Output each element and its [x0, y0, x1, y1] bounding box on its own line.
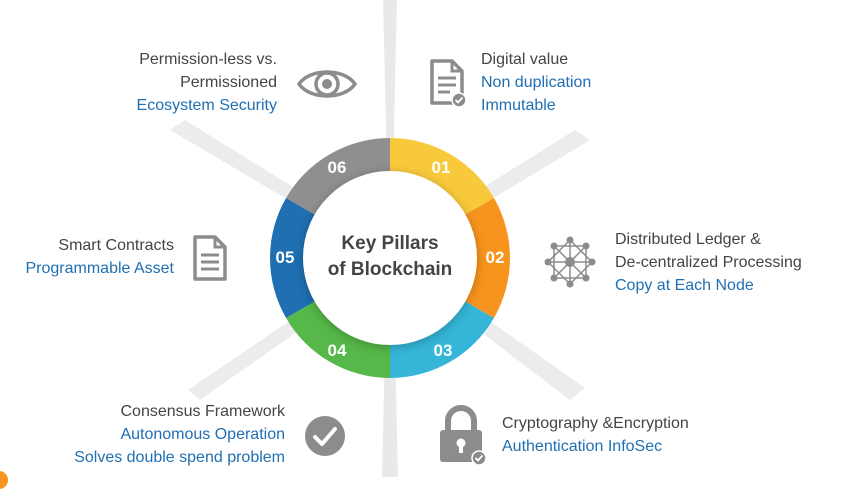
pillar-05-attr-1: Programmable Asset — [25, 260, 174, 277]
pillar-04-attr-2: Solves double spend problem — [74, 449, 285, 466]
pillar-06-attr-1: Ecosystem Security — [136, 97, 277, 114]
segment-number-06: 06 — [328, 158, 347, 177]
check-circle-icon — [305, 416, 345, 456]
pillar-04-title: Consensus Framework — [120, 403, 286, 420]
pillar-02-text: Distributed Ledger & De-centralized Proc… — [615, 228, 802, 297]
pillar-01-attr-2: Immutable — [481, 97, 556, 114]
pillar-01-text: Digital value Non duplication Immutable — [481, 48, 591, 117]
segment-number-04: 04 — [328, 341, 347, 360]
eye-icon — [296, 70, 358, 98]
segment-numbers: 01 02 03 04 05 06 — [276, 158, 505, 360]
pillar-02-title-line1: Distributed Ledger & — [615, 231, 761, 248]
pillar-04-attr-1: Autonomous Operation — [120, 426, 285, 443]
ring-segment-05 — [270, 198, 321, 318]
padlock-icon — [440, 405, 487, 466]
ring-segment-01 — [390, 138, 494, 218]
center-title-line2: of Blockchain — [328, 259, 453, 280]
segment-number-02: 02 — [486, 248, 505, 267]
network-node-icon — [544, 236, 596, 288]
ring-segment-06 — [286, 138, 390, 218]
pillar-06-title-line1: Permission-less vs. — [139, 51, 277, 68]
center-title-line1: Key Pillars — [341, 233, 438, 254]
ring-segment-03 — [390, 298, 494, 378]
pillar-01-attr-1: Non duplication — [481, 74, 592, 91]
pillar-02-title-line2: De-centralized Processing — [615, 254, 802, 271]
pillar-05-title: Smart Contracts — [58, 237, 174, 254]
ray-top-left — [170, 120, 322, 215]
pillars-diagram: Key Pillars of Blockchain 01 02 03 04 05… — [170, 0, 590, 477]
center-circle — [303, 171, 477, 345]
contract-document-icon — [193, 235, 227, 281]
pillar-03-title: Cryptography &Encryption — [502, 415, 689, 432]
pillar-02-attr-1: Copy at Each Node — [615, 277, 754, 294]
pillar-01-title: Digital value — [481, 51, 569, 68]
segment-number-01: 01 — [432, 158, 451, 177]
ray-top — [383, 0, 397, 170]
segment-number-03: 03 — [434, 341, 453, 360]
pillar-03-text: Cryptography &Encryption Authentication … — [502, 412, 689, 458]
pillar-05-text: Smart Contracts Programmable Asset — [25, 234, 174, 280]
pillar-04-text: Consensus Framework Autonomous Operation… — [74, 400, 285, 469]
pillar-06-title-line2: Permissioned — [180, 74, 277, 91]
ring-segment-02 — [459, 198, 510, 318]
segment-number-05: 05 — [276, 248, 295, 267]
document-check-icon — [430, 59, 467, 108]
pillar-06-text: Permission-less vs. Permissioned Ecosyst… — [137, 48, 277, 117]
pillar-ring — [270, 138, 510, 378]
pillar-03-attr-1: Authentication InfoSec — [502, 438, 663, 455]
ring-segment-04 — [286, 298, 390, 378]
